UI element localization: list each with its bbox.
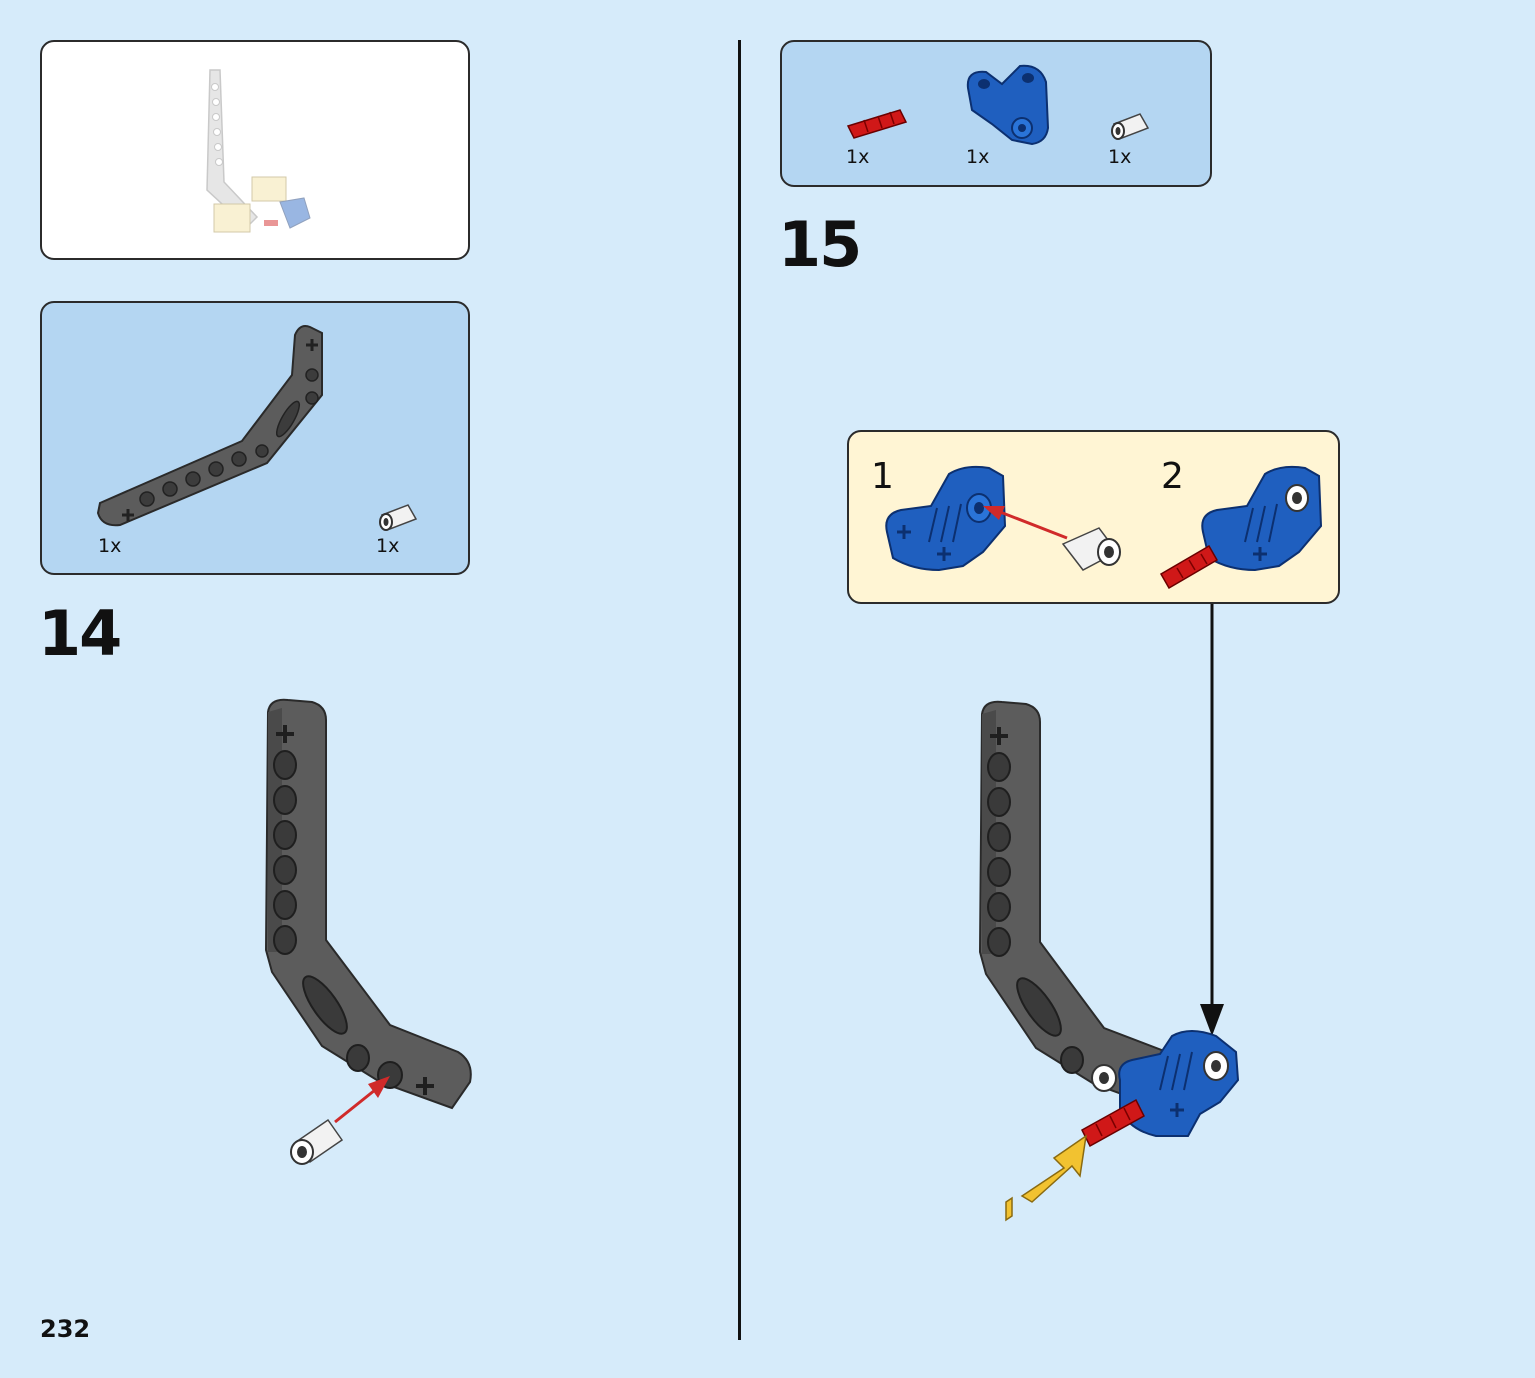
white-pin-part-icon [379,504,418,531]
substep-2-illustration [1159,465,1323,590]
step14-number: 14 [38,597,122,670]
substep-2-number: 2 [1161,456,1184,497]
blue-connector-part-icon [966,64,1050,146]
step15-assembly-illustration [978,700,1240,1222]
step15-axle-qty: 1x [846,146,870,168]
previous-assembly-panel [40,40,470,260]
previous-assembly-image [206,69,311,233]
callout-pointer-arrow [1200,604,1224,1036]
red-axle-part-icon [846,109,908,139]
step14-beam-qty: 1x [98,535,122,557]
step15-pin-qty: 1x [1108,146,1132,168]
substep-1-illustration [885,465,1121,572]
bent-beam-part-icon [96,325,323,527]
step15-number: 15 [778,208,862,281]
step14-assembly-illustration [264,698,472,1165]
step14-pin-qty: 1x [376,535,400,557]
step15-connector-qty: 1x [966,146,990,168]
page-number: 232 [40,1315,91,1343]
step14-parts-panel: 1x 1x [40,301,470,575]
step15-parts-panel: 1x 1x 1x [780,40,1212,187]
subassembly-callout: 1 2 [847,430,1340,604]
column-divider [738,40,741,1340]
substep-1-number: 1 [871,456,894,497]
white-pin-part-icon-2 [1111,113,1150,140]
